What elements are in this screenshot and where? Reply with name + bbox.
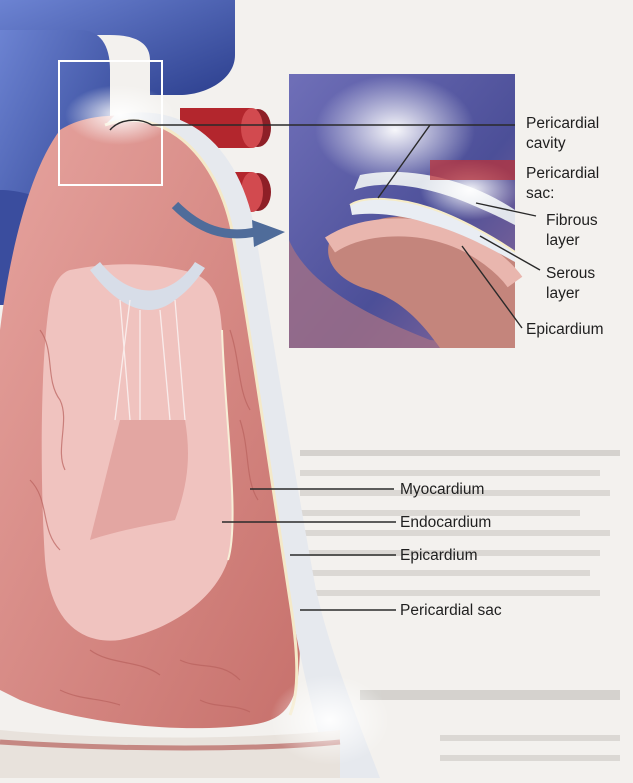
label-fibrous-layer-line2: layer	[546, 231, 580, 250]
inset-arrow-head	[252, 220, 285, 247]
label-pericardial-cavity-line2: cavity	[526, 134, 566, 153]
inset-magnified-view	[289, 74, 520, 348]
label-pericardial-sac-line2: sac:	[526, 184, 554, 203]
label-fibrous-layer-line1: Fibrous	[546, 211, 598, 230]
label-serous-layer-line1: Serous	[546, 264, 595, 283]
label-pericardial-cavity-line1: Pericardial	[526, 114, 599, 133]
label-epicardium: Epicardium	[400, 546, 478, 565]
label-pericardial-sac: Pericardial sac	[400, 601, 502, 620]
label-myocardium: Myocardium	[400, 480, 484, 499]
label-serous-layer-line2: layer	[546, 284, 580, 303]
label-pericardial-sac-line1: Pericardial	[526, 164, 599, 183]
label-endocardium: Endocardium	[400, 513, 491, 532]
label-epicardium-inset: Epicardium	[526, 320, 604, 339]
